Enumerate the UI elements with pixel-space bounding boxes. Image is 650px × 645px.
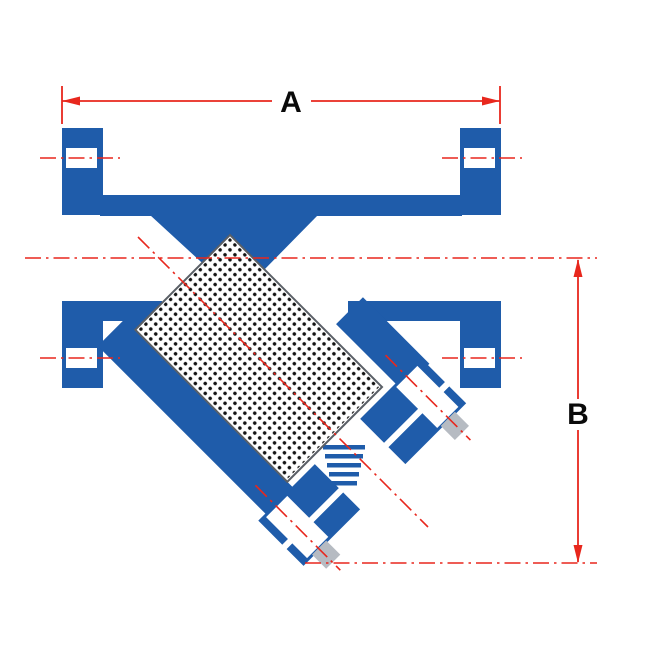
bolt-centerline: [254, 484, 341, 571]
arrowhead-top: [573, 259, 583, 277]
dimension-b-label: B: [567, 398, 589, 431]
arrowhead-left: [62, 96, 80, 106]
thread-bar: [325, 454, 363, 459]
centerlines: [25, 157, 597, 571]
dimension-a: A: [61, 86, 501, 124]
thread-bar: [323, 445, 365, 450]
dimension-a-label: A: [280, 86, 302, 119]
arrowhead-right: [482, 96, 500, 106]
pipe-top-wall: [100, 195, 462, 216]
dimension-b: B: [567, 259, 589, 563]
thread-bar: [329, 472, 359, 477]
thread-bar: [331, 481, 357, 486]
bolt-centerline: [384, 354, 471, 441]
branch-upper-wall: [336, 297, 430, 391]
pipe-bottom-wall-left: [100, 301, 162, 321]
thread-bar: [327, 463, 361, 468]
arrowhead-bottom: [573, 545, 583, 563]
branch-bolt-centerlines: [254, 354, 471, 571]
drain-passage: [313, 417, 420, 524]
branch-lower-wall: [97, 319, 300, 521]
drain-thread-hatch: [323, 445, 365, 486]
branch-centerline: [137, 236, 429, 528]
